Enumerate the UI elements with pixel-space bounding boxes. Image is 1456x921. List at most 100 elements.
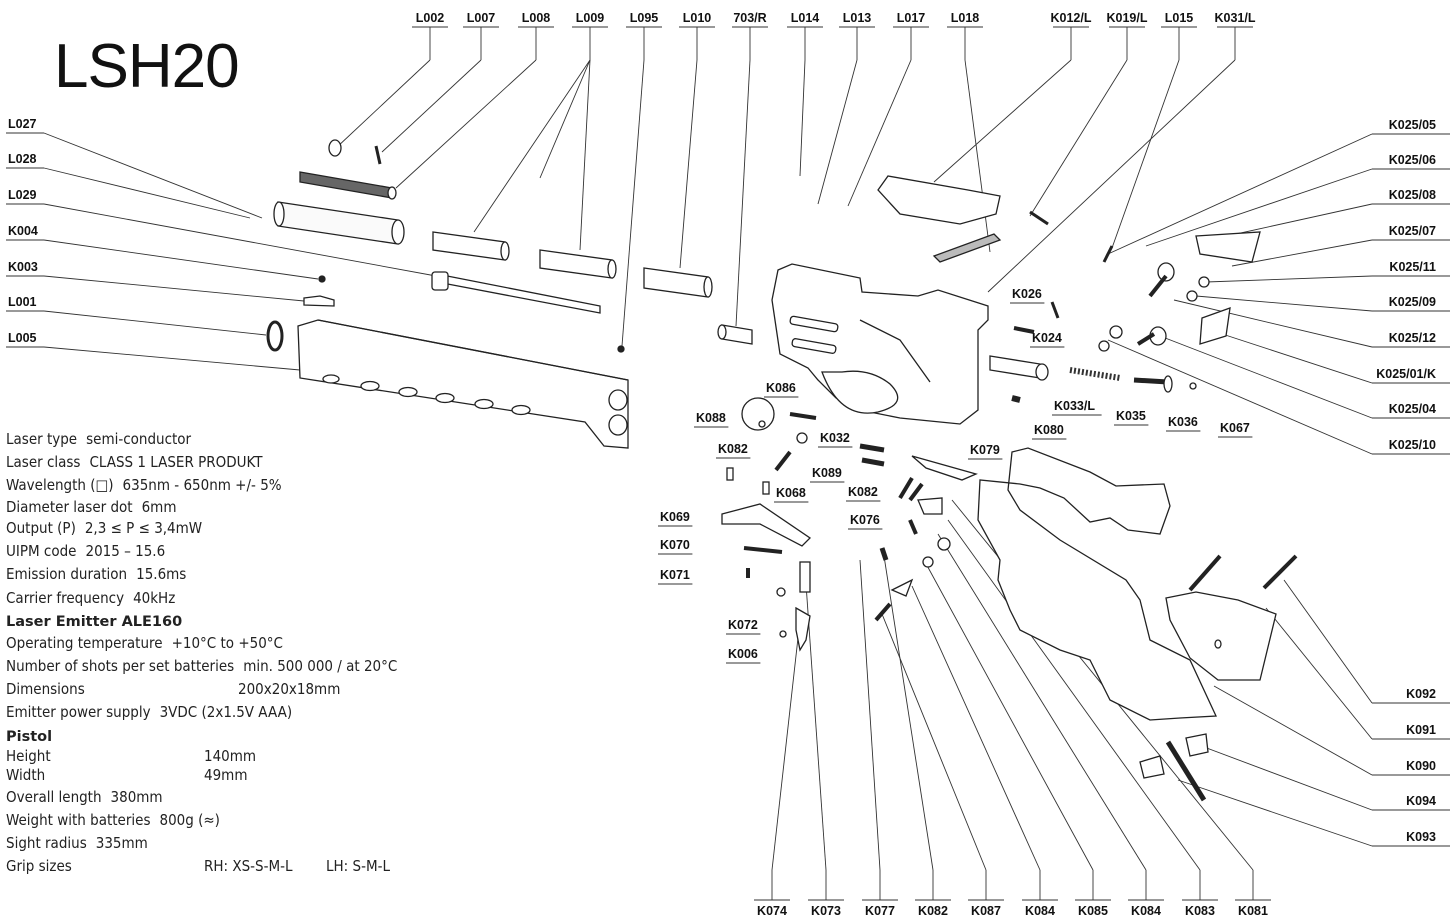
spring-part — [1069, 367, 1121, 381]
spring-k073-part — [799, 561, 811, 593]
emitter-heading: Laser Emitter ALE160 — [6, 613, 183, 630]
callout-right-k025-01-k: K025/01/K — [1376, 367, 1436, 381]
clip-part — [303, 295, 335, 307]
callout-k079-13: K079 — [970, 443, 1000, 457]
callout-top-l017: L017 — [897, 11, 926, 25]
sleeve-part-1 — [432, 231, 510, 261]
sear-k079-part — [911, 455, 978, 481]
callout-top-703-r: 703/R — [733, 11, 766, 25]
callout-right-k025-08: K025/08 — [1389, 188, 1436, 202]
top-cover-part — [877, 175, 1001, 225]
callout-bottom-k073-1: K073 — [811, 904, 841, 918]
ball-k006-part — [779, 630, 787, 638]
callout-top-l002: L002 — [416, 11, 445, 25]
pin-k025-05-part — [1102, 245, 1114, 263]
plunger-part — [1133, 375, 1173, 393]
callout-bottom-k084-5: K084 — [1025, 904, 1055, 918]
callout-top-l018: L018 — [951, 11, 980, 25]
callout-bottom-k081-9: K081 — [1238, 904, 1268, 918]
callout-right-k025-07: K025/07 — [1389, 224, 1436, 238]
pin-k080-part — [1011, 395, 1021, 403]
callout-k026-0: K026 — [1012, 287, 1042, 301]
callout-top-k031-l: K031/L — [1215, 11, 1256, 25]
grip-part — [977, 447, 1277, 721]
pin-k077b-part — [879, 547, 889, 561]
callout-k082-10: K082 — [718, 442, 748, 456]
page-title: LSH20 — [54, 32, 240, 101]
piston-part — [989, 355, 1049, 381]
callout-bottom-k074-0: K074 — [757, 904, 787, 918]
pin-k032b-part — [861, 457, 885, 467]
callout-bottom-k087-4: K087 — [971, 904, 1001, 918]
callout-left-k004: K004 — [8, 224, 38, 238]
screw-k072-part — [776, 587, 786, 597]
frame-part — [771, 263, 989, 425]
pin-k086-part — [789, 412, 817, 420]
callout-right-k025-11: K025/11 — [1389, 260, 1436, 274]
nut-k025-10-part — [1109, 325, 1123, 339]
callout-k032-9: K032 — [820, 431, 850, 445]
lever-k085-part — [890, 578, 914, 597]
callout-k080-6: K080 — [1034, 423, 1064, 437]
laser-housing-part — [297, 319, 629, 449]
callout-left-l001: L001 — [8, 295, 37, 309]
callout-right-k025-09: K025/09 — [1389, 295, 1436, 309]
callout-bottom-k077-2: K077 — [865, 904, 895, 918]
callout-bottom-k082-3: K082 — [918, 904, 948, 918]
screw-k093-part — [1165, 740, 1207, 802]
ring-part — [266, 320, 284, 352]
callout-k089-11: K089 — [812, 466, 842, 480]
screw-k087-part — [874, 602, 892, 622]
callout-right-k025-12: K025/12 — [1389, 331, 1436, 345]
callout-top-k019-l: K019/L — [1107, 11, 1148, 25]
pin-k070-part — [743, 546, 783, 554]
spec-wavelength: Wavelength (□)635nm - 650nm +/- 5% — [6, 476, 282, 495]
block-k025-07-part — [1195, 231, 1261, 263]
callout-bottom-k084-7: K084 — [1131, 904, 1161, 918]
plate-k025-01-part — [1199, 307, 1231, 345]
barrel-tube-part — [273, 201, 405, 245]
callout-bottom-k083-8: K083 — [1185, 904, 1215, 918]
callout-k076-15: K076 — [850, 513, 880, 527]
nut-k093-part — [1139, 755, 1165, 779]
pin-k026-part — [1050, 301, 1060, 319]
ball-part — [318, 275, 326, 283]
callout-k086-7: K086 — [766, 381, 796, 395]
callout-k068-12: K068 — [776, 486, 806, 500]
pin-k082b-part — [898, 476, 914, 500]
callout-k024-1: K024 — [1032, 331, 1062, 345]
knob-k088-part — [741, 397, 775, 431]
callout-left-l027: L027 — [8, 117, 37, 131]
pin-k068-part — [726, 467, 734, 481]
callout-right-k090: K090 — [1406, 759, 1436, 773]
pin-k077-part — [908, 519, 918, 535]
spec-operating-temperature: Operating temperature+10°C to +50°C — [6, 633, 283, 652]
callout-right-k025-10: K025/10 — [1389, 438, 1436, 452]
callout-bottom-k085-6: K085 — [1078, 904, 1108, 918]
callout-k069-16: K069 — [660, 510, 690, 524]
callout-right-k091: K091 — [1406, 723, 1436, 737]
callout-top-l095: L095 — [630, 11, 659, 25]
callout-top-l010: L010 — [683, 11, 712, 25]
callout-right-k094: K094 — [1406, 794, 1436, 808]
callout-k072-19: K072 — [728, 618, 758, 632]
callout-k082-14: K082 — [848, 485, 878, 499]
callout-right-k025-05: K025/05 — [1389, 118, 1436, 132]
callout-left-k003: K003 — [8, 260, 38, 274]
spring-plate-part — [932, 233, 1002, 263]
sleeve-part-2 — [539, 249, 617, 279]
